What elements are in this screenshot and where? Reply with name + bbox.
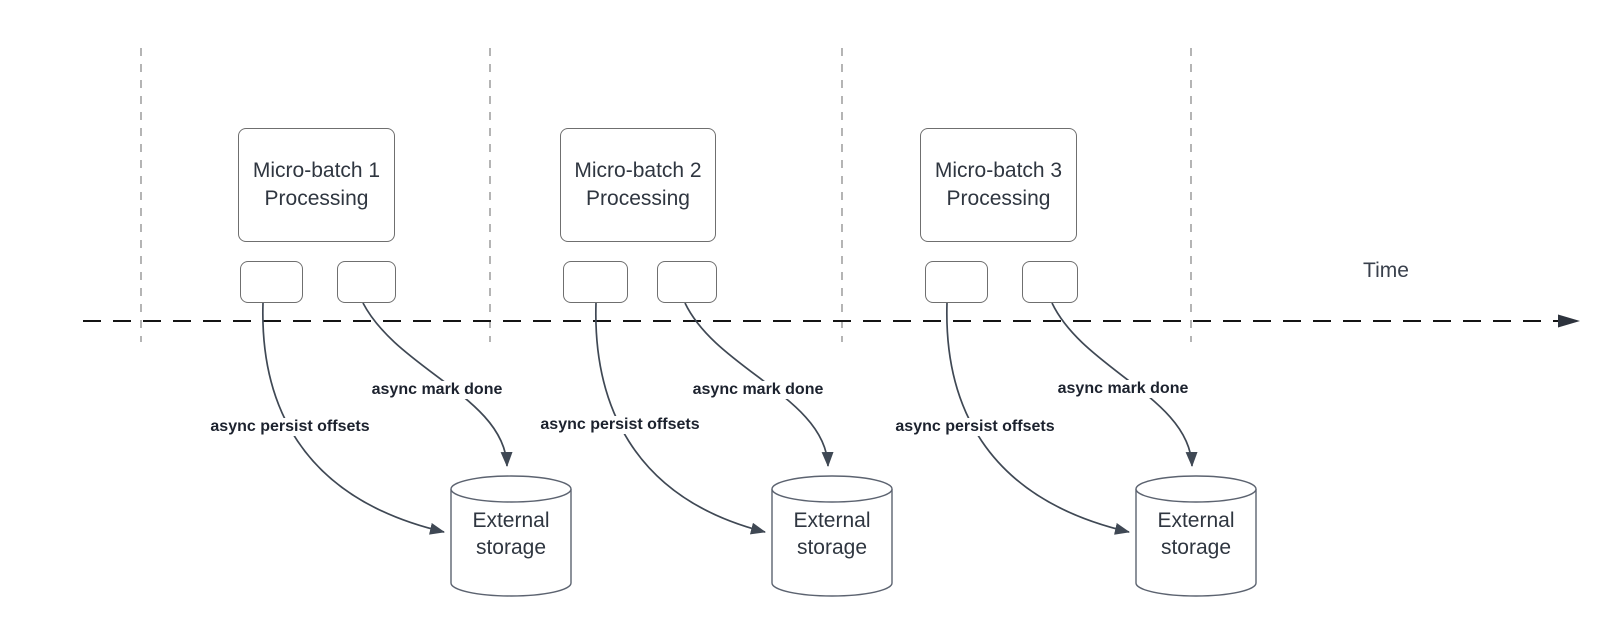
micro-batch-3-processing-box: Micro-batch 3 Processing: [920, 128, 1077, 242]
external-storage-cylinder-3: [1135, 475, 1257, 597]
persist-offsets-arrow-3: [946, 302, 1130, 535]
batch-1-task-box-left: [240, 261, 303, 303]
external-storage-cylinder-1: [450, 475, 572, 597]
external-storage-cylinder-2: [771, 475, 893, 597]
batch-3-task-box-left: [925, 261, 988, 303]
time-axis: [83, 314, 1580, 328]
micro-batch-3-title-line2: Processing: [946, 187, 1051, 210]
batch-1-persist-offsets-label: async persist offsets: [207, 418, 373, 436]
storage-line1: External: [1157, 509, 1235, 532]
storage-cylinders: [450, 475, 1257, 597]
cylinder-body: [771, 489, 893, 597]
micro-batch-2-processing-box: Micro-batch 2 Processing: [560, 128, 716, 242]
micro-batch-2-title-line2: Processing: [586, 187, 690, 210]
cylinder-top: [450, 475, 572, 503]
time-axis-label: Time: [1363, 259, 1409, 282]
storage-line2: storage: [1160, 536, 1232, 559]
time-gridlines: [140, 48, 1192, 342]
micro-batch-1-title-line1: Micro-batch 1: [252, 159, 381, 182]
batch-1-external-storage-label: External storage: [451, 505, 571, 563]
cylinder-body: [450, 489, 572, 597]
batch-2-persist-offsets-label: async persist offsets: [537, 416, 703, 434]
micro-batch-3-title-line1: Micro-batch 3: [934, 159, 1063, 182]
micro-batch-1-processing-box: Micro-batch 1 Processing: [238, 128, 395, 242]
batch-3-persist-offsets-label: async persist offsets: [892, 418, 1058, 436]
cylinder-top: [1135, 475, 1257, 503]
micro-batch-1-title-line2: Processing: [264, 187, 369, 210]
storage-line1: External: [472, 509, 550, 532]
batch-2-external-storage-label: External storage: [772, 505, 892, 563]
batch-1-task-box-right: [337, 261, 396, 303]
batch-3-external-storage-label: External storage: [1136, 505, 1256, 563]
batch-3-mark-done-label: async mark done: [1054, 380, 1192, 398]
cylinder-top: [771, 475, 893, 503]
batch-3-task-box-right: [1022, 261, 1078, 303]
storage-line2: storage: [475, 536, 547, 559]
persist-offsets-arrow-1: [262, 302, 445, 535]
batch-2-mark-done-label: async mark done: [689, 381, 827, 399]
batch-2-task-box-left: [563, 261, 628, 303]
storage-line1: External: [793, 509, 871, 532]
time-axis-arrowhead-icon: [1558, 314, 1580, 328]
micro-batch-2-title-line1: Micro-batch 2: [574, 159, 702, 182]
persist-offsets-arrow-2: [595, 302, 766, 535]
storage-line2: storage: [796, 536, 868, 559]
batch-2-task-box-right: [657, 261, 717, 303]
cylinder-body: [1135, 489, 1257, 597]
batch-1-mark-done-label: async mark done: [368, 381, 506, 399]
